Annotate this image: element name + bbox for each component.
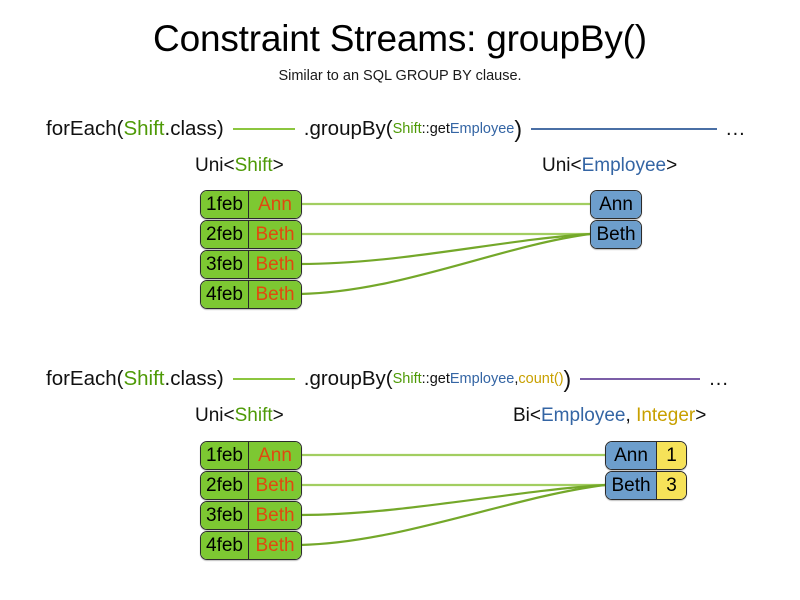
- link-group-section2: [299, 453, 606, 547]
- group-box[interactable]: Beth: [590, 220, 642, 249]
- mapper-type-shift: Shift: [392, 371, 422, 387]
- uni-prefix: Uni<: [195, 405, 235, 426]
- uni-suffix: >: [272, 155, 284, 176]
- type-label-right-section1: Uni<Employee>: [542, 155, 677, 177]
- code-line-section2: forEach(Shift.class) .groupBy(Shift::get…: [46, 365, 729, 393]
- collector-count: count(): [518, 371, 564, 387]
- shift-employee: Beth: [249, 251, 301, 278]
- foreach-open: forEach(: [46, 117, 124, 140]
- shift-date: 1feb: [201, 191, 249, 218]
- shift-date: 2feb: [201, 472, 249, 499]
- shift-box[interactable]: 1feb Ann: [200, 190, 302, 219]
- mapper-type-shift: Shift: [392, 121, 422, 137]
- group-count: 3: [656, 472, 686, 499]
- shift-employee: Beth: [249, 532, 301, 559]
- type-label-left-section1: Uni<Shift>: [195, 155, 284, 177]
- bi-comma: ,: [625, 405, 637, 426]
- link-4feb-beth: [299, 232, 591, 296]
- groupby-close: ): [514, 115, 523, 142]
- shift-box[interactable]: 2feb Beth: [200, 220, 302, 249]
- uni-suffix: >: [666, 155, 678, 176]
- link2-3feb-beth: [299, 483, 606, 517]
- link2-4feb-beth: [299, 483, 606, 547]
- groupby-open: .groupBy(: [303, 117, 393, 140]
- uni-type-shift: Shift: [234, 155, 273, 176]
- mapper-sep: ::get: [421, 371, 450, 387]
- shift-box[interactable]: 3feb Beth: [200, 501, 302, 530]
- group-employee: Ann: [591, 191, 641, 218]
- shift-date: 2feb: [201, 221, 249, 248]
- shift-box[interactable]: 4feb Beth: [200, 531, 302, 560]
- group-count: 1: [656, 442, 686, 469]
- shift-date: 1feb: [201, 442, 249, 469]
- page-title: Constraint Streams: groupBy(): [153, 18, 647, 59]
- mapper-prop-employee: Employee: [449, 371, 515, 387]
- bi-suffix: >: [695, 405, 707, 426]
- groupby-open: .groupBy(: [303, 367, 393, 390]
- link-3feb-beth: [299, 232, 591, 266]
- uni-prefix: Uni<: [195, 155, 235, 176]
- shift-date: 3feb: [201, 502, 249, 529]
- shift-date: 3feb: [201, 251, 249, 278]
- foreach-type-shift: Shift: [123, 367, 165, 390]
- group-box[interactable]: Ann: [590, 190, 642, 219]
- rule-purple-2: [580, 378, 701, 380]
- foreach-open: forEach(: [46, 367, 124, 390]
- link-group-section1: [299, 202, 591, 296]
- type-label-left-section2: Uni<Shift>: [195, 405, 284, 427]
- ellipsis-2: ...: [709, 367, 729, 390]
- group-employee: Beth: [591, 221, 641, 248]
- page-subtitle: Similar to an SQL GROUP BY clause.: [278, 68, 522, 84]
- shift-box[interactable]: 4feb Beth: [200, 280, 302, 309]
- shift-employee: Ann: [249, 191, 301, 218]
- uni-type-shift: Shift: [234, 405, 273, 426]
- shift-employee: Beth: [249, 472, 301, 499]
- shift-box[interactable]: 1feb Ann: [200, 441, 302, 470]
- type-label-right-section2: Bi<Employee, Integer>: [513, 405, 706, 427]
- bi-type-integer: Integer: [636, 405, 696, 426]
- shift-box[interactable]: 2feb Beth: [200, 471, 302, 500]
- bi-type-employee: Employee: [541, 405, 626, 426]
- ellipsis-1: ...: [726, 117, 746, 140]
- group-box[interactable]: Ann 1: [605, 441, 687, 470]
- group-employee: Ann: [606, 442, 656, 469]
- foreach-close: .class): [164, 367, 224, 390]
- shift-box[interactable]: 3feb Beth: [200, 250, 302, 279]
- shift-employee: Beth: [249, 221, 301, 248]
- groupby-close: ): [563, 365, 572, 392]
- shift-employee: Beth: [249, 281, 301, 308]
- uni-suffix: >: [272, 405, 284, 426]
- mapper-comma: ,: [514, 371, 519, 387]
- foreach-type-shift: Shift: [123, 117, 165, 140]
- shift-employee: Beth: [249, 502, 301, 529]
- shift-date: 4feb: [201, 281, 249, 308]
- code-line-section1: forEach(Shift.class) .groupBy(Shift::get…: [46, 115, 746, 143]
- mapper-sep: ::get: [421, 121, 450, 137]
- uni-prefix: Uni<: [542, 155, 582, 176]
- shift-date: 4feb: [201, 532, 249, 559]
- foreach-close: .class): [164, 117, 224, 140]
- rule-blue-1: [531, 128, 718, 130]
- shift-employee: Ann: [249, 442, 301, 469]
- group-employee: Beth: [606, 472, 656, 499]
- rule-green-2: [232, 378, 295, 380]
- group-box[interactable]: Beth 3: [605, 471, 687, 500]
- mapper-prop-employee: Employee: [449, 121, 515, 137]
- rule-green-1: [232, 128, 295, 130]
- bi-prefix: Bi<: [513, 405, 541, 426]
- uni-type-employee: Employee: [581, 155, 667, 176]
